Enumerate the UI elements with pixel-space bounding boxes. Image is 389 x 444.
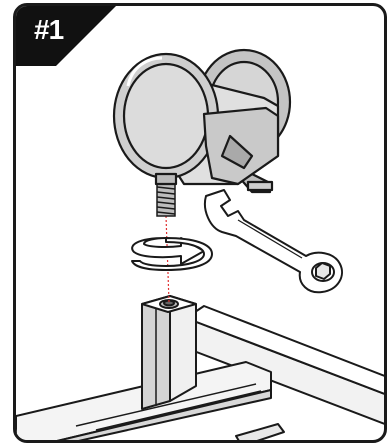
threaded-stem-icon [157,182,175,216]
clockwise-rotation-arrow-icon [132,238,212,270]
instruction-panel: #1 [13,3,387,443]
alignment-guide-line [166,216,169,302]
caster-wheel-icon [114,50,290,192]
step-number-label: #1 [34,14,63,46]
step-badge [16,6,116,66]
assembly-illustration [16,6,387,443]
open-end-wrench-icon [205,190,342,292]
table-leg-frame-icon [16,296,387,443]
